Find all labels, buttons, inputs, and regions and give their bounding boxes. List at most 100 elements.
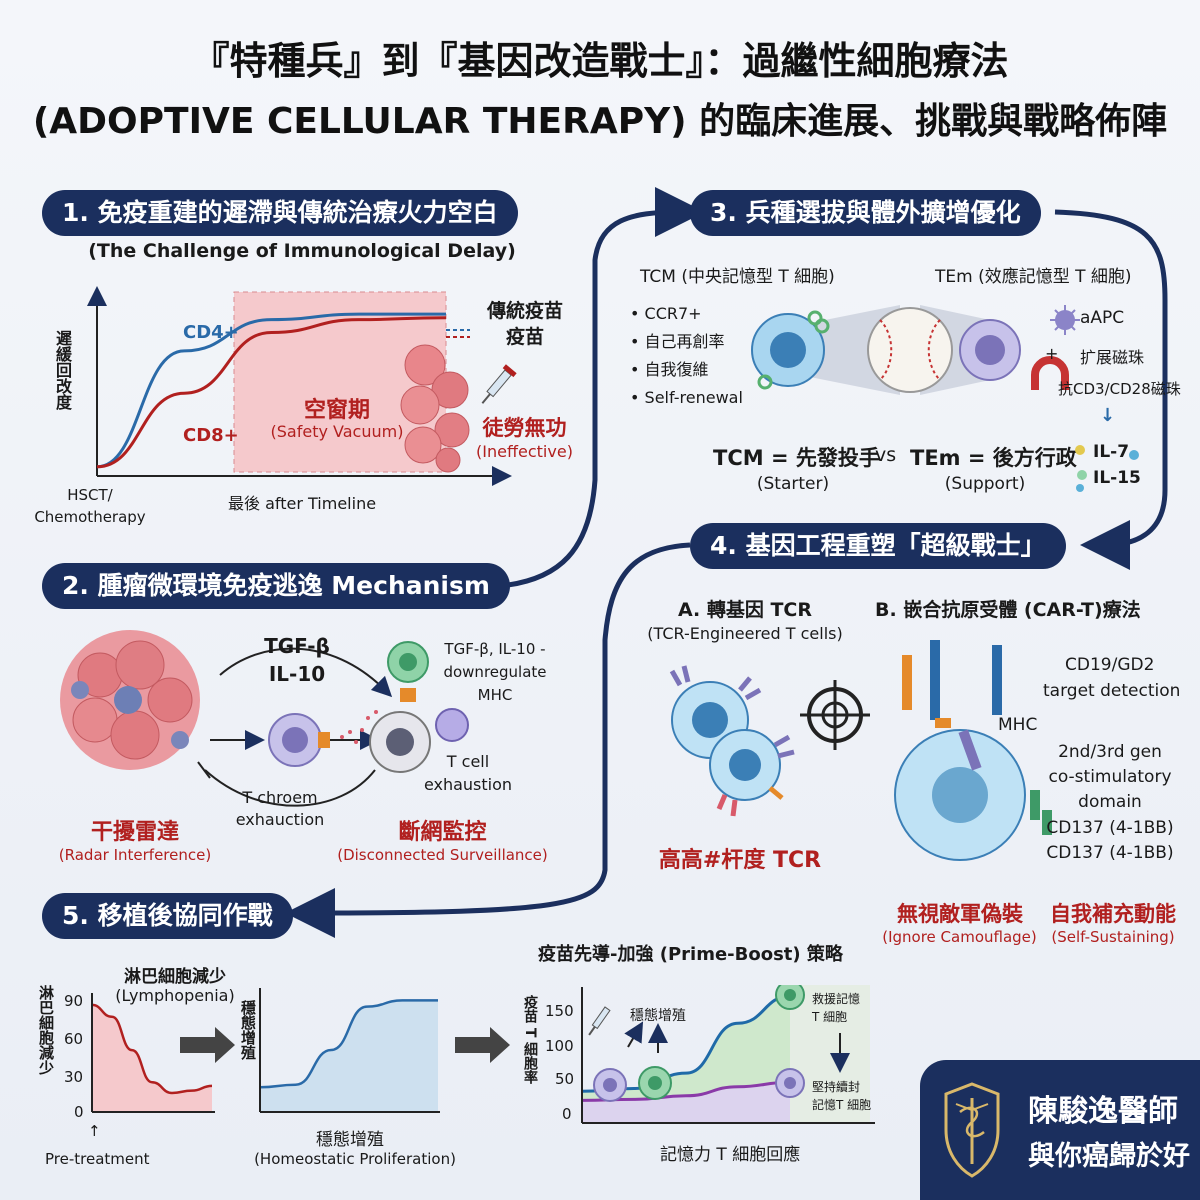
pb-tick-150: 150	[545, 1002, 574, 1020]
section1-title: 1. 免疫重建的遲滯與傳統治療火力空白	[42, 190, 518, 236]
up-arrow-icon: ↑	[88, 1122, 101, 1140]
disconnected-label: 斷網監控	[398, 820, 487, 845]
list-item: • 自己再創率	[630, 332, 725, 351]
cd19-label-1: CD19/GD2	[1065, 655, 1155, 675]
tem-cell-icon	[959, 319, 1021, 381]
radar-label: 干擾雷達	[90, 820, 179, 845]
tumor-escape-diagram	[60, 630, 469, 807]
aapc-beads-icons	[1031, 305, 1080, 390]
lymphopenia-en-label: (Lymphopenia)	[115, 986, 235, 1005]
radar-en-label: (Radar Interference)	[58, 846, 212, 864]
syringe-icon-2	[588, 1006, 611, 1036]
aapc-icon	[1050, 305, 1080, 335]
list-item: • 自我復維	[630, 360, 709, 379]
lymphopenia-label: 淋巴細胞減少	[124, 967, 226, 987]
tgf-right-3: MHC	[477, 686, 513, 704]
brand-box: 陳駿逸醫師 與你癌歸於好	[920, 1060, 1200, 1200]
prime-boost-title: 疫苗先導-加強 (Prime-Boost) 策略	[538, 944, 843, 965]
tcm-heading: TCM (中央記憶型 T 細胞)	[640, 267, 835, 287]
section2-title: 2. 腫瘤微環境免疫逃逸 Mechanism	[42, 563, 510, 609]
aapc-label: aAPC	[1080, 308, 1125, 328]
ineffective-en-label: (Ineffective)	[476, 442, 573, 461]
right-arrow-icon-2	[455, 1027, 510, 1063]
pb-top-label-1: 救援記憶	[812, 992, 861, 1006]
tcm-cell-icon	[751, 310, 830, 390]
cd8-line	[96, 316, 447, 469]
brand-name: 陳駿逸醫師	[1028, 1094, 1178, 1129]
pb-tick-100: 100	[545, 1037, 574, 1055]
gen-label-3: domain	[1078, 792, 1142, 812]
pb-note-label: 穩態增殖	[630, 1008, 686, 1024]
ignore-en-label: (Ignore Camouflage)	[882, 928, 1037, 946]
lym-y-axis-label: 淋巴細胞減少	[37, 985, 55, 1075]
dendritic-cell-icon	[387, 641, 429, 702]
tchroem-label-2: exhauction	[235, 810, 325, 829]
cd8-label: CD8+	[183, 425, 239, 446]
self-sustain-en-label: (Self-Sustaining)	[1051, 928, 1175, 946]
pb-bottom-label-2: 記憶T 細胞	[812, 1098, 872, 1112]
tgf-label: TGF-β	[264, 634, 330, 658]
prime-cell-icon	[593, 1068, 627, 1102]
right-arrow-icon	[180, 1027, 235, 1063]
memory-cell-bottom-icon	[775, 1068, 805, 1098]
pb-x-axis-label: 記憶力 T 細胞回應	[660, 1145, 801, 1165]
baseball-icon	[867, 307, 953, 393]
s1-y-axis-label: 遲緩回改度	[53, 330, 72, 410]
arrow-4-to-5	[285, 542, 691, 938]
cd19-label-2: target detection	[1043, 681, 1181, 701]
pb-top-label-2: T 細胞	[812, 1010, 848, 1024]
immune-recovery-chart	[87, 286, 517, 486]
tcm-bullet-list: • CCR7+ • 自己再創率 • 自我復維 • Self-renewal	[630, 300, 743, 412]
section3-title: 3. 兵種選拔與體外擴增優化	[690, 190, 1041, 236]
tem-heading: TEm (效應記憶型 T 細胞)	[935, 267, 1132, 287]
section1-subtitle: (The Challenge of Immunological Delay)	[88, 240, 516, 262]
homeo-en-label: (Homeostatic Proliferation)	[254, 1150, 456, 1168]
plus-label: +	[1045, 344, 1059, 363]
section4-title: 4. 基因工程重塑「超級戰士」	[690, 523, 1066, 569]
arrow-2-to-3	[499, 187, 705, 589]
pb-bottom-label-1: 堅持續封	[812, 1080, 861, 1094]
list-item: • Self-renewal	[630, 388, 743, 407]
vaccine-label-1: 傳統疫苗	[486, 300, 563, 322]
car-t-cell-icon	[894, 729, 1026, 861]
homeo-label: 穩態增殖	[316, 1130, 384, 1150]
tem-equation: TEm = 後方行政	[910, 446, 1077, 470]
il10-label: IL-10	[268, 662, 326, 686]
tcell-selection-diagram	[751, 305, 1021, 395]
tcr-subtitle: (TCR-Engineered T cells)	[647, 624, 843, 643]
cd4-line	[96, 312, 446, 469]
list-item: • CCR7+	[630, 304, 702, 323]
page-title-line1: 『特種兵』到『基因改造戰士』：過繼性細胞療法	[191, 39, 1009, 83]
lym-tick-60: 60	[64, 1030, 84, 1048]
cart-title: B. 嵌合抗原受體 (CAR-T)療法	[875, 599, 1141, 621]
disconnected-en-label: (Disconnected Surveillance)	[337, 846, 548, 864]
cytokine-dots-icon	[1075, 445, 1139, 492]
mhc-label: MHC	[998, 715, 1038, 735]
tumor-cluster-icon	[400, 344, 470, 473]
cd137-label-1: CD137 (4-1BB)	[1046, 818, 1174, 838]
t-cell-icon	[268, 713, 330, 767]
beads-label: 扩展磁珠	[1080, 348, 1145, 367]
pb-tick-0: 0	[562, 1105, 572, 1123]
vacuum-label: 空窗期	[303, 398, 370, 423]
brand-slogan: 與你癌歸於好	[1028, 1141, 1190, 1172]
exhaustion-label-2: exhaustion	[423, 775, 513, 794]
tcm-equation: TCM = 先發投手	[713, 446, 880, 470]
memory-cell-top-icon	[775, 985, 805, 1010]
vacuum-en-label: (Safety Vacuum)	[270, 422, 404, 441]
il15-label: IL-15	[1093, 468, 1141, 488]
lym-tick-30: 30	[64, 1068, 84, 1086]
car-t-diagram	[894, 640, 1052, 861]
pb-y-axis-label: 疫苗 T 細胞率	[522, 995, 538, 1085]
tgf-right-2: downregulate	[443, 663, 547, 681]
tchroem-label-1: T chroem	[242, 788, 318, 807]
homeo-y-axis-label: 穩態增殖	[239, 1000, 257, 1060]
pretreatment-label: Pre-treatment	[45, 1150, 150, 1168]
ineffective-label: 徒勞無功	[482, 416, 567, 440]
cd3-label: 抗CD3/CD28磁珠	[1058, 380, 1181, 398]
tumor-mass-icon	[60, 630, 200, 770]
small-cell-icon	[435, 708, 469, 742]
page-title-line2: (ADOPTIVE CELLULAR THERAPY) 的臨床進展、挑戰與戰略佈…	[32, 101, 1168, 142]
vaccine-label-2: 疫苗	[505, 326, 544, 348]
